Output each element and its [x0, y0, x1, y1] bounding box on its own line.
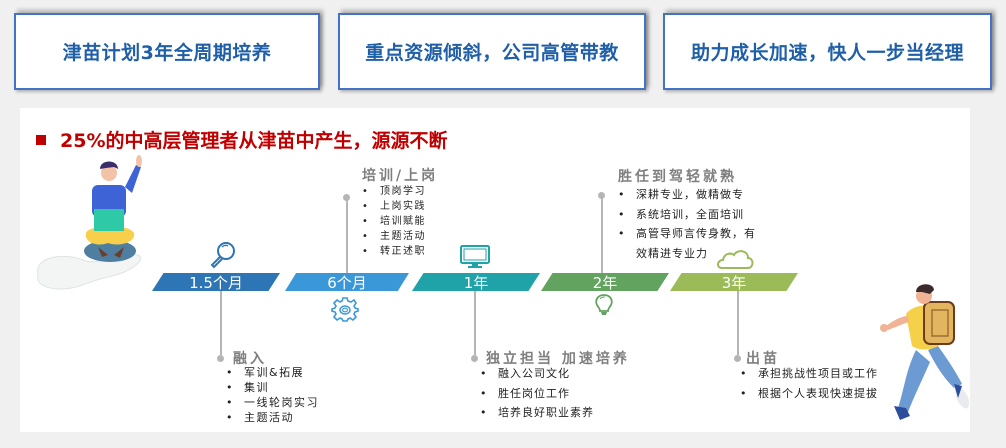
- list-item: 主题活动: [362, 229, 426, 244]
- section-title-onboard: 融入: [233, 351, 267, 367]
- section-title-competent: 胜任到驾轻就熟: [618, 169, 737, 185]
- list-item: 高管导师言传身教，有: [618, 224, 756, 244]
- stage-1-year: 1年: [412, 273, 540, 291]
- list-item: 融入公司文化: [480, 364, 594, 384]
- list-item: 深耕专业，做精做专: [618, 185, 756, 205]
- gear-icon: [331, 297, 359, 322]
- list-item: 上岗实践: [362, 199, 426, 214]
- stage-2-years: 2年: [541, 273, 669, 291]
- cloud-icon: [717, 250, 754, 269]
- stage-6-months: 6个月: [285, 273, 409, 291]
- stage-1-label: 1.5个月: [189, 273, 243, 292]
- list-item: 集训: [226, 380, 319, 395]
- list-item: 胜任岗位工作: [480, 384, 594, 404]
- slogan-box-3: 助力成长加速，快人一步当经理: [663, 13, 992, 90]
- list-item: 根据个人表现快速提拔: [740, 384, 878, 404]
- monitor-icon: [460, 245, 490, 268]
- list-item: 培养良好职业素养: [480, 403, 594, 423]
- connector-training: [346, 198, 348, 273]
- graduate-list: 承担挑战性项目或工作 根据个人表现快速提拔: [740, 364, 878, 403]
- training-list: 顶岗学习 上岗实践 培训赋能 主题活动 转正述职: [362, 184, 426, 259]
- list-item: 效精进专业力: [636, 246, 708, 260]
- list-item: 一线轮岗实习: [226, 395, 319, 410]
- connector-onboard: [220, 291, 222, 355]
- stage-3-label: 1年: [463, 273, 489, 292]
- connector-graduate: [737, 291, 739, 355]
- slogan-2-text: 重点资源倾斜，公司高管带教: [365, 42, 619, 64]
- onboard-list: 军训&拓展 集训 一线轮岗实习 主题活动: [226, 365, 319, 425]
- connector-dot: [598, 192, 605, 199]
- connector-dot: [734, 355, 741, 362]
- lightbulb-icon: [595, 294, 613, 315]
- stage-5-label: 3年: [721, 273, 747, 292]
- list-item: 军训&拓展: [226, 365, 319, 380]
- section-title-graduate: 出苗: [746, 351, 780, 367]
- stage-1-5-months: 1.5个月: [152, 273, 280, 291]
- competent-list: 深耕专业，做精做专 系统培训，全面培训 高管导师言传身教，有 效精进专业力: [618, 185, 756, 263]
- connector-independent: [474, 291, 476, 355]
- list-item: 转正述职: [362, 244, 426, 259]
- slogan-box-2: 重点资源倾斜，公司高管带教: [338, 13, 646, 90]
- stage-2-label: 6个月: [327, 273, 367, 292]
- connector-dot: [343, 194, 350, 201]
- slogan-box-1: 津苗计划3年全周期培养: [14, 13, 320, 90]
- slogan-3-text: 助力成长加速，快人一步当经理: [690, 42, 964, 64]
- section-title-independent: 独立担当 加速培养: [486, 351, 630, 367]
- list-item: 主题活动: [226, 410, 319, 425]
- list-item: 系统培训，全面培训: [618, 205, 756, 225]
- headline: 25%的中高层管理者从津苗中产生，源源不断: [36, 126, 447, 153]
- slogan-1-text: 津苗计划3年全周期培养: [62, 42, 272, 64]
- square-bullet-icon: [36, 134, 46, 145]
- connector-dot: [471, 355, 478, 362]
- list-item: 培训赋能: [362, 214, 426, 229]
- headline-text: 25%的中高层管理者从津苗中产生，源源不断: [60, 130, 448, 152]
- connector-dot: [217, 355, 224, 362]
- stage-3-years: 3年: [670, 273, 798, 291]
- stage-4-label: 2年: [592, 273, 618, 292]
- sitting-person-illustration: [37, 155, 142, 290]
- section-title-training: 培训/上岗: [362, 168, 439, 184]
- list-item: 承担挑战性项目或工作: [740, 364, 878, 384]
- magnifier-icon: [210, 242, 235, 269]
- connector-competent: [601, 196, 603, 273]
- independent-list: 融入公司文化 胜任岗位工作 培养良好职业素养: [480, 364, 594, 423]
- list-item: 顶岗学习: [362, 184, 426, 199]
- running-person-illustration: [880, 284, 970, 420]
